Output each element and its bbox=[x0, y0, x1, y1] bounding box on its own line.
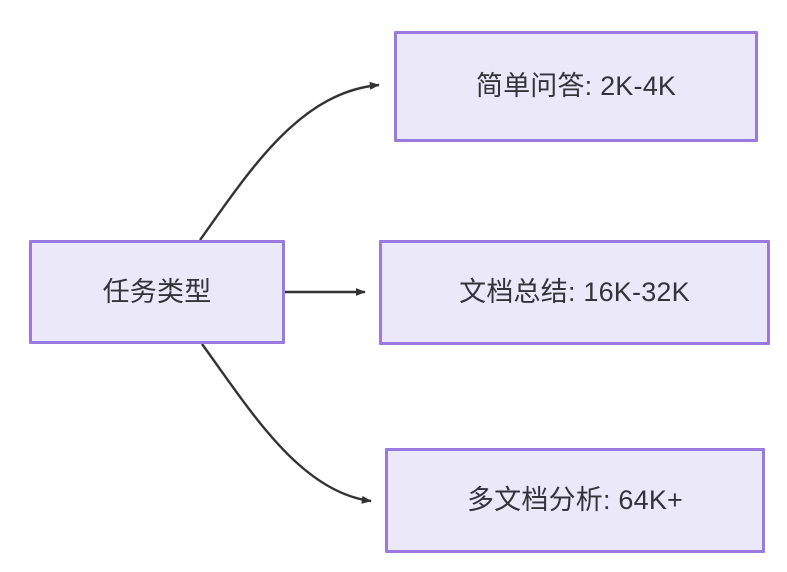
node-root-label: 任务类型 bbox=[102, 276, 212, 307]
edge-root-to-multi-doc bbox=[201, 343, 372, 504]
node-multi-doc-label: 多文档分析: 64K+ bbox=[466, 485, 683, 516]
node-doc-summary[interactable]: 文档总结: 16K-32K bbox=[379, 240, 770, 345]
node-multi-doc[interactable]: 多文档分析: 64K+ bbox=[385, 448, 765, 553]
node-doc-summary-label: 文档总结: 16K-32K bbox=[459, 277, 690, 308]
node-root-task-type[interactable]: 任务类型 bbox=[29, 240, 285, 344]
node-simple-qa[interactable]: 简单问答: 2K-4K bbox=[394, 31, 758, 142]
edge-root-to-simple-qa bbox=[199, 81, 380, 241]
node-simple-qa-label: 简单问答: 2K-4K bbox=[475, 71, 677, 102]
